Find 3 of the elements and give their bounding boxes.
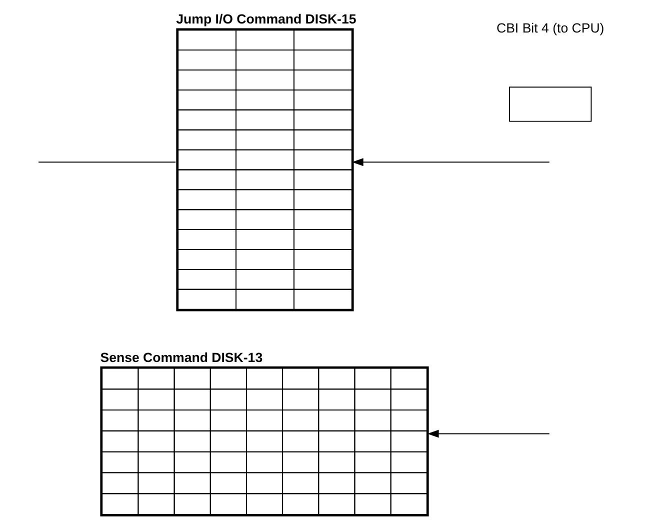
label: CBI Bit 4 (to CPU): [496, 20, 604, 36]
node-label: Sense Command DISK-13: [100, 350, 262, 365]
node-label: Jump I/O Command DISK-15: [176, 12, 356, 27]
